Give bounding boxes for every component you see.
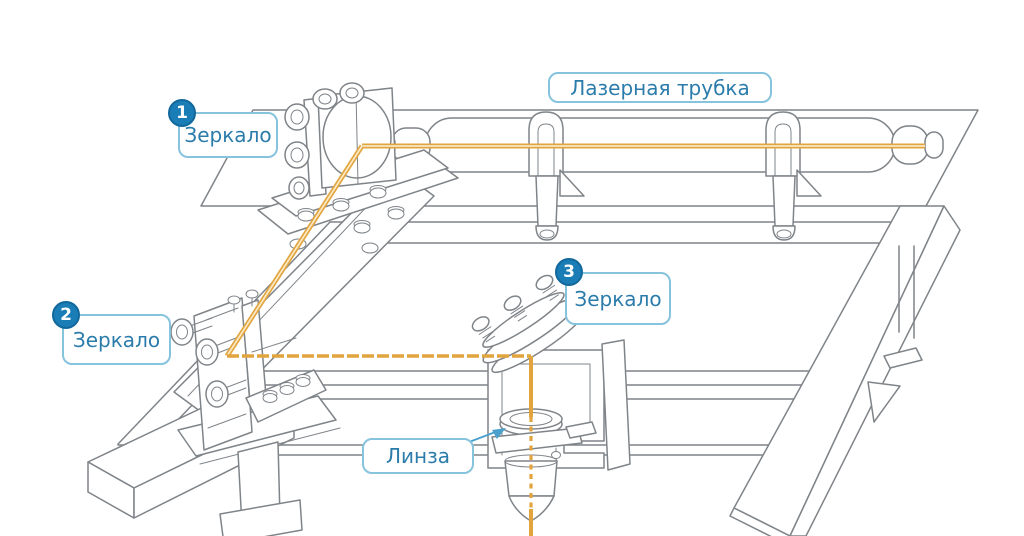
- badge-mirror-2-number: 2: [60, 305, 72, 325]
- badge-mirror-3-number: 3: [563, 262, 575, 282]
- tube-clamp: [528, 111, 585, 241]
- badge-mirror-1: 1: [168, 99, 196, 127]
- label-laser-tube-text: Лазерная трубка: [570, 75, 750, 100]
- label-mirror-1: Зеркало: [178, 112, 278, 158]
- mirror1-assembly: [257, 82, 459, 254]
- label-mirror-3-text: Зеркало: [574, 286, 662, 311]
- right-support-leg: [729, 205, 961, 536]
- adjustment-knobs: [170, 289, 259, 408]
- mirror1-base-nuts: [289, 185, 405, 254]
- label-mirror-3: Зеркало: [565, 272, 671, 325]
- laser-beam-path: [224, 143, 925, 536]
- label-lens-text: Линза: [385, 444, 450, 468]
- badge-mirror-1-number: 1: [176, 103, 188, 123]
- mirror1-knobs: [284, 82, 365, 200]
- label-mirror-1-text: Зеркало: [184, 123, 272, 147]
- badge-mirror-2: 2: [52, 301, 80, 329]
- bracket-nuts: [262, 374, 311, 403]
- label-mirror-2: Зеркало: [62, 314, 171, 365]
- label-laser-tube: Лазерная трубка: [548, 72, 772, 103]
- label-lens: Линза: [362, 438, 474, 474]
- label-mirror-2-text: Зеркало: [72, 327, 161, 352]
- badge-mirror-3: 3: [555, 258, 583, 286]
